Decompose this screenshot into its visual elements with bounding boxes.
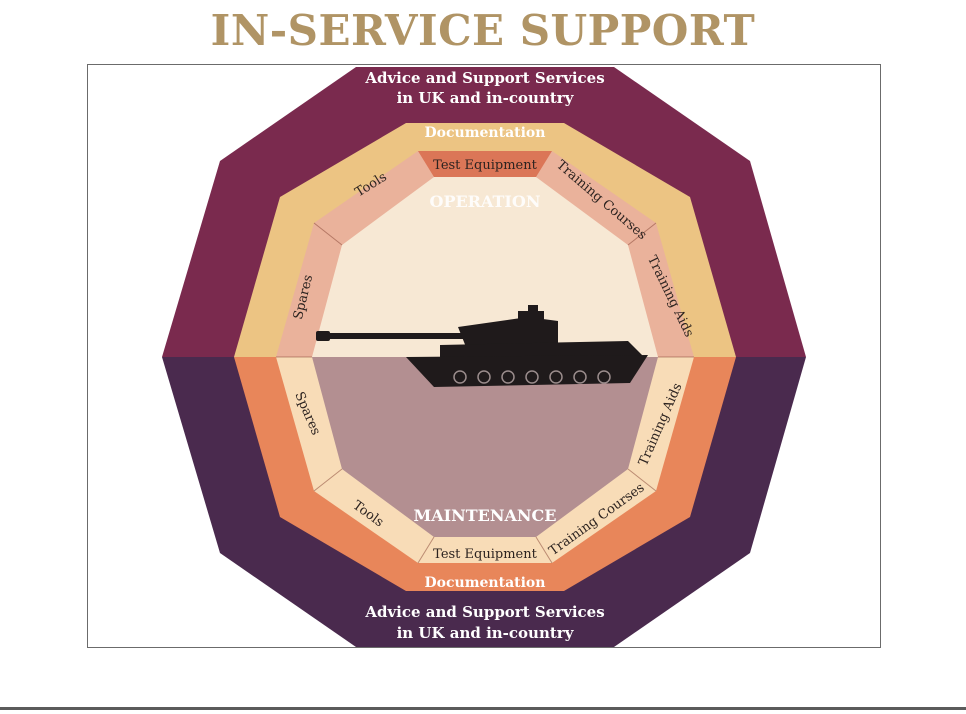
bottom-rule	[0, 707, 966, 710]
tank-wheel	[501, 370, 515, 384]
segment-dividers	[276, 222, 694, 564]
test-equipment-label-top: Test Equipment	[433, 158, 537, 173]
center-top	[312, 177, 658, 357]
test-equipment-label-bottom: Test Equipment	[433, 547, 537, 562]
advice-label-top-line1: Advice and Support Services	[364, 69, 604, 87]
tank-wheel	[549, 370, 563, 384]
tank-silhouette-icon	[316, 305, 648, 387]
advice-label-top-line2: in UK and in-country	[397, 89, 575, 107]
tank-wheel	[597, 370, 611, 384]
maintenance-label: MAINTENANCE	[414, 506, 557, 525]
tank-wheel	[453, 370, 467, 384]
test-equipment-band-top	[418, 151, 552, 177]
tank-wheel	[477, 370, 491, 384]
documentation-label-bottom: Documentation	[425, 575, 546, 591]
advice-label-bottom-line1: Advice and Support Services	[364, 603, 604, 621]
tank-wheel	[525, 370, 539, 384]
page-title: IN-SERVICE SUPPORT	[210, 6, 756, 55]
tank-wheel	[573, 370, 587, 384]
documentation-label-top: Documentation	[425, 125, 546, 141]
center-bottom	[312, 357, 658, 537]
support-diagram: Advice and Support Services in UK and in…	[162, 67, 806, 647]
diagram-frame: Advice and Support Services in UK and in…	[87, 64, 881, 648]
advice-label-bottom-line2: in UK and in-country	[397, 624, 575, 642]
operation-label: OPERATION	[430, 192, 541, 211]
